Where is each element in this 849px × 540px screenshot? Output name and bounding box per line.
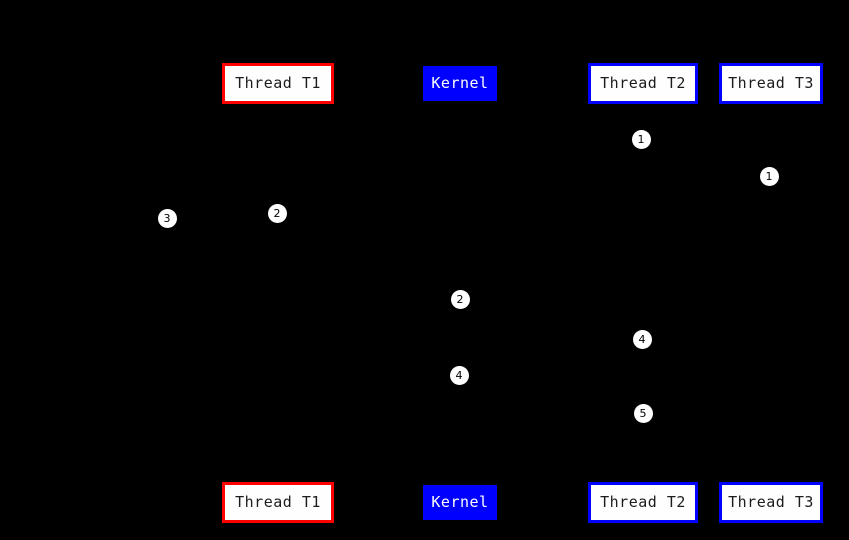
participant-label: Thread T2 [600, 74, 686, 92]
participant-label: Kernel [431, 74, 489, 92]
participant-label: Kernel [431, 493, 489, 511]
participant-box-kernel-bottom[interactable]: Kernel [423, 485, 497, 520]
step-marker-5-t2: 5 [633, 403, 653, 423]
step-marker-3-t1: 3 [157, 208, 177, 228]
step-marker-1-t3: 1 [759, 166, 779, 186]
lifeline-t3 [771, 104, 772, 482]
step-marker-number: 3 [163, 211, 171, 225]
step-marker-number: 2 [456, 292, 464, 306]
participant-label: Thread T1 [235, 493, 321, 511]
step-marker-4-kernel: 4 [449, 365, 469, 385]
participant-box-t2-top[interactable]: Thread T2 [588, 63, 698, 104]
step-marker-1-t2: 1 [631, 129, 651, 149]
participant-box-t1-top[interactable]: Thread T1 [222, 63, 334, 104]
lifeline-t1 [278, 104, 279, 482]
step-marker-number: 1 [765, 169, 773, 183]
participant-box-t2-bottom[interactable]: Thread T2 [588, 482, 698, 523]
step-marker-number: 1 [637, 132, 645, 146]
step-marker-4-t2: 4 [632, 329, 652, 349]
participant-box-t1-bottom[interactable]: Thread T1 [222, 482, 334, 523]
lifeline-t2 [643, 104, 644, 482]
step-marker-number: 5 [639, 406, 647, 420]
participant-box-t3-bottom[interactable]: Thread T3 [719, 482, 823, 523]
participant-label: Thread T3 [728, 493, 814, 511]
participant-box-kernel-top[interactable]: Kernel [423, 66, 497, 101]
participant-label: Thread T2 [600, 493, 686, 511]
step-marker-number: 4 [455, 368, 463, 382]
participant-label: Thread T1 [235, 74, 321, 92]
step-marker-2-t1: 2 [267, 203, 287, 223]
step-marker-2-kernel: 2 [450, 289, 470, 309]
participant-label: Thread T3 [728, 74, 814, 92]
step-marker-number: 2 [273, 206, 281, 220]
step-marker-number: 4 [638, 332, 646, 346]
participant-box-t3-top[interactable]: Thread T3 [719, 63, 823, 104]
